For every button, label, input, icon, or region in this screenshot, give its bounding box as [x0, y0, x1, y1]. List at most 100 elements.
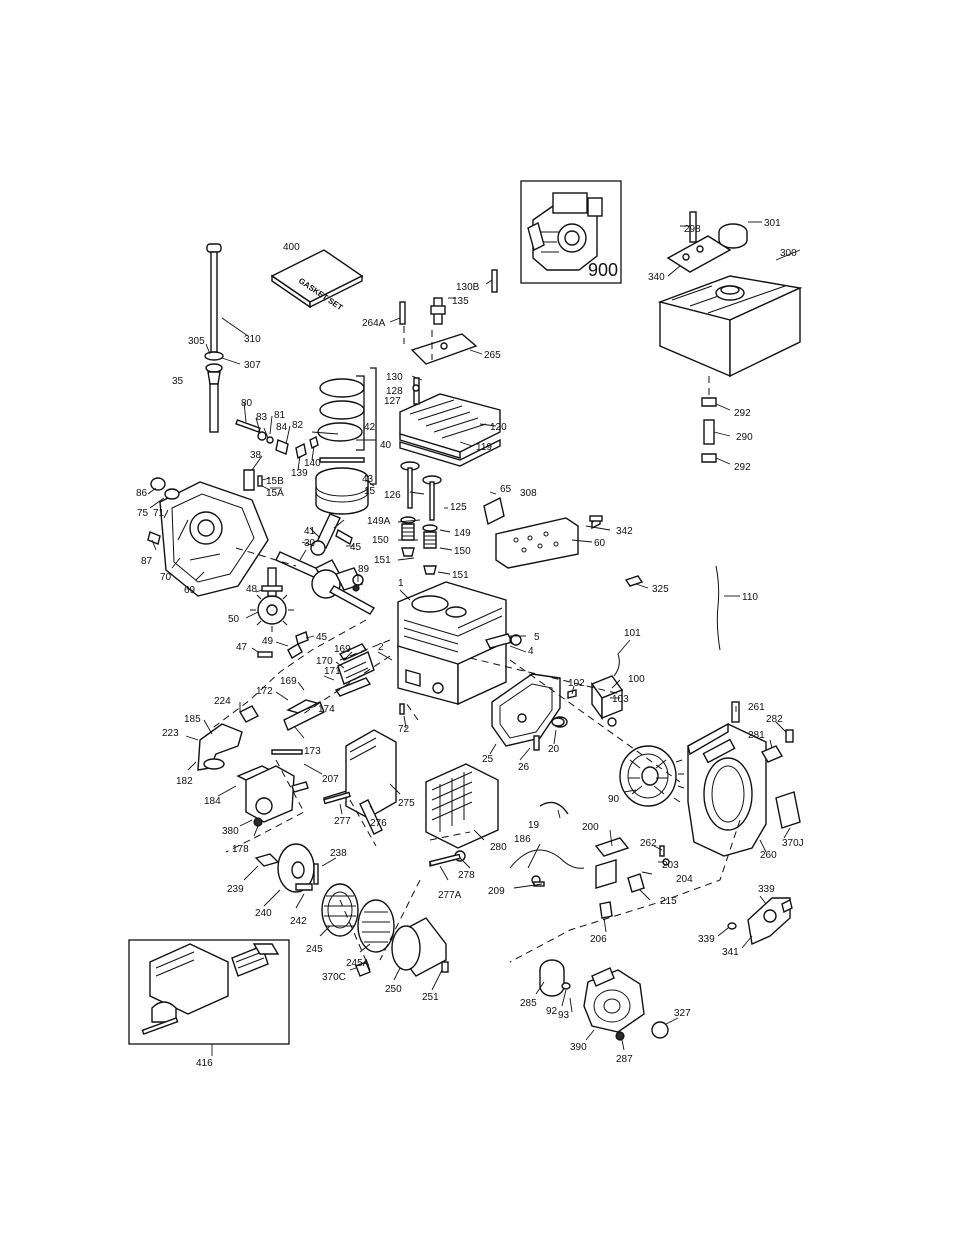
part-label-89: 89: [358, 564, 370, 575]
part-label-170: 170: [316, 656, 333, 667]
part-label-151: 151: [452, 570, 469, 581]
part-label-245: 245: [306, 944, 323, 955]
part-label-239: 239: [227, 884, 244, 895]
backplate-ignition: [491, 653, 624, 747]
part-label-151: 151: [374, 555, 391, 566]
part-label-48: 48: [246, 584, 258, 595]
part-label-135: 135: [452, 296, 469, 307]
crankshaft: [275, 551, 376, 615]
part-label-43: 43: [362, 474, 374, 485]
part-label-292: 292: [734, 462, 751, 473]
part-label-86: 86: [136, 488, 148, 499]
part-label-110: 110: [742, 592, 758, 603]
assembly-lines: [209, 326, 741, 971]
misc-parts: [235, 419, 721, 887]
part-label-19: 19: [528, 820, 540, 831]
part-label-174: 174: [318, 704, 335, 715]
part-label-264A: 264A: [362, 318, 386, 329]
part-label-69: 69: [184, 585, 196, 596]
part-label-38: 38: [250, 450, 262, 461]
part-label-185: 185: [184, 714, 201, 725]
part-label-2: 2: [378, 642, 384, 653]
part-label-47: 47: [236, 642, 248, 653]
part-label-370J: 370J: [782, 838, 804, 849]
part-label-178: 178: [232, 844, 249, 855]
part-label-390: 390: [570, 1042, 587, 1053]
part-label-265: 265: [484, 350, 501, 361]
part-label-100: 100: [628, 674, 645, 685]
part-label-206: 206: [590, 934, 607, 945]
part-label-4: 4: [528, 646, 534, 657]
part-label-150: 150: [372, 535, 389, 546]
part-label-245A: 245A: [346, 958, 370, 969]
part-label-203: 203: [662, 860, 679, 871]
part-label-325: 325: [652, 584, 669, 595]
part-label-300: 300: [780, 248, 797, 259]
part-label-50: 50: [228, 614, 240, 625]
part-label-169: 169: [280, 676, 297, 687]
part-label-340: 340: [648, 272, 665, 283]
part-label-184: 184: [204, 796, 221, 807]
part-label-200: 200: [582, 822, 599, 833]
part-label-287: 287: [616, 1054, 633, 1065]
part-label-128: 128: [386, 386, 403, 397]
part-number-labels: 40031030530735298301300340292290292264A1…: [136, 218, 804, 1069]
dipstick-tube: [204, 243, 224, 433]
part-label-327: 327: [674, 1008, 691, 1019]
part-label-277A: 277A: [438, 890, 462, 901]
part-label-35: 35: [172, 376, 184, 387]
bracket-341: [727, 897, 793, 946]
cylinder-shield: [483, 496, 601, 569]
part-label-92: 92: [546, 1006, 558, 1017]
part-label-186: 186: [514, 834, 531, 845]
part-label-103: 103: [612, 694, 629, 705]
part-label-25: 25: [482, 754, 494, 765]
part-label-140: 140: [304, 458, 321, 469]
part-label-275: 275: [398, 798, 415, 809]
part-label-45: 45: [316, 632, 328, 643]
part-label-15A: 15A: [266, 488, 284, 499]
carburetor-group: [197, 643, 375, 827]
part-label-130B: 130B: [456, 282, 480, 293]
part-label-30: 30: [304, 538, 316, 549]
part-label-84: 84: [276, 422, 288, 433]
part-label-305: 305: [188, 336, 205, 347]
part-label-26: 26: [518, 762, 530, 773]
part-label-40: 40: [380, 440, 392, 451]
part-label-341: 341: [722, 947, 739, 958]
gasket-set-400: GASKET SET: [270, 249, 364, 312]
leader-lines: [147, 221, 801, 1056]
part-label-250: 250: [385, 984, 402, 995]
part-label-223: 223: [162, 728, 179, 739]
muffler: [345, 729, 499, 867]
part-label-215: 215: [660, 896, 677, 907]
part-label-260: 260: [760, 850, 777, 861]
part-label-380: 380: [222, 826, 239, 837]
part-label-207: 207: [322, 774, 339, 785]
part-label-301: 301: [764, 218, 781, 229]
inset-muffler-kit-416: [128, 939, 290, 1045]
part-label-171: 171: [324, 666, 341, 677]
part-label-310: 310: [244, 334, 261, 345]
flywheel: [619, 745, 685, 807]
part-label-204: 204: [676, 874, 693, 885]
part-label-45: 45: [350, 542, 362, 553]
part-label-262: 262: [640, 838, 657, 849]
part-label-49: 49: [262, 636, 274, 647]
part-label-242: 242: [290, 916, 307, 927]
part-label-282: 282: [766, 714, 783, 725]
part-label-75: 75: [137, 508, 149, 519]
air-cleaner: [254, 843, 449, 977]
part-label-5: 5: [534, 632, 540, 643]
part-label-41: 41: [304, 526, 316, 537]
part-label-173: 173: [304, 746, 321, 757]
part-label-298: 298: [684, 224, 701, 235]
part-label-70: 70: [160, 572, 172, 583]
part-label-251: 251: [422, 992, 439, 1003]
fuel-tank: [657, 211, 803, 463]
blower-housing: [687, 701, 801, 857]
part-label-277: 277: [334, 816, 351, 827]
part-label-72: 72: [398, 724, 410, 735]
part-label-101: 101: [624, 628, 641, 639]
